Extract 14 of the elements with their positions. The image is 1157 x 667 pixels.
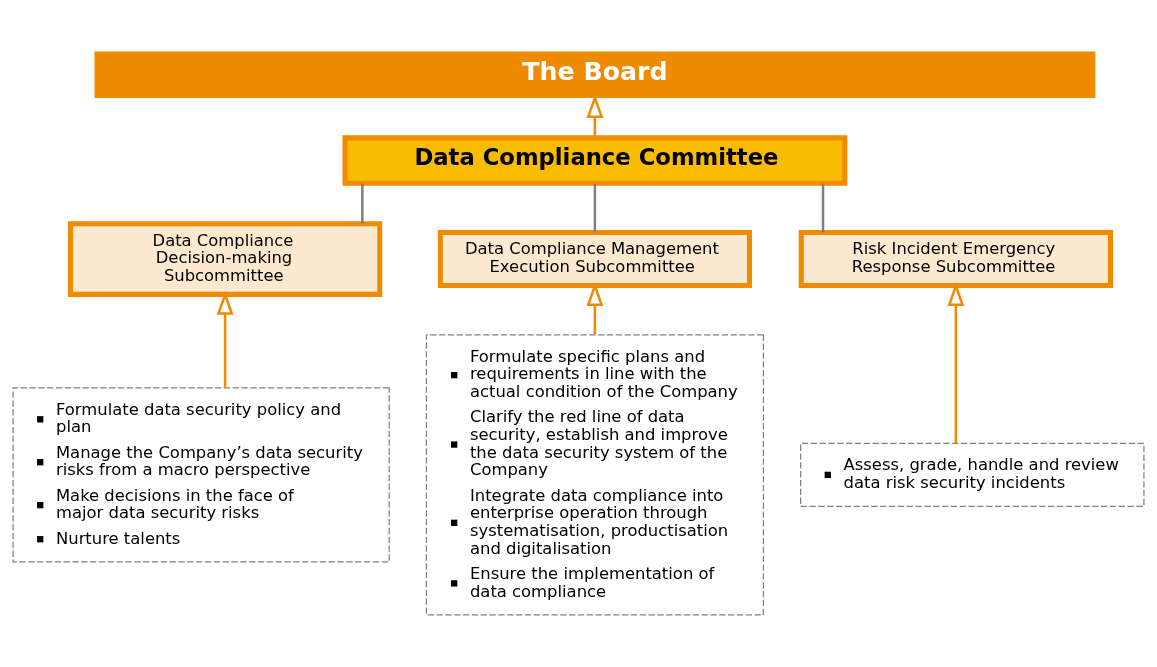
node-box: Data Compliance Management Execution Subcommittee: [437, 230, 753, 289]
node-box: Data Compliance Decision-making Subcommittee: [67, 221, 383, 297]
node-box: Risk Incident Emergency Response Subcommittee: [798, 230, 1113, 289]
arrow: [586, 282, 604, 335]
connector: [593, 183, 597, 233]
node-box: Data Compliance Committee: [342, 135, 848, 186]
node-box: Formulate data security policy and plan Manage the Company’s data security risks from a macro perspective Make decisions in the face of major data security risks Nurture talents: [12, 387, 390, 563]
connector: [821, 183, 825, 233]
node-box: Assess, grade, handle and review data risk security incidents: [800, 442, 1145, 508]
arrow: [947, 282, 965, 444]
arrow: [216, 290, 234, 388]
connector: [361, 183, 364, 224]
node-box: The Board: [94, 51, 1096, 99]
node-box: Formulate specific plans and requirements in line with the actual condition of the Company Clarify the red line of data security, establish and improve the data security system of the Company Integrate data compliance into enterprise operation through systematisation, productisation and digitalisation Ensure the implementation of data compliance: [425, 334, 765, 616]
